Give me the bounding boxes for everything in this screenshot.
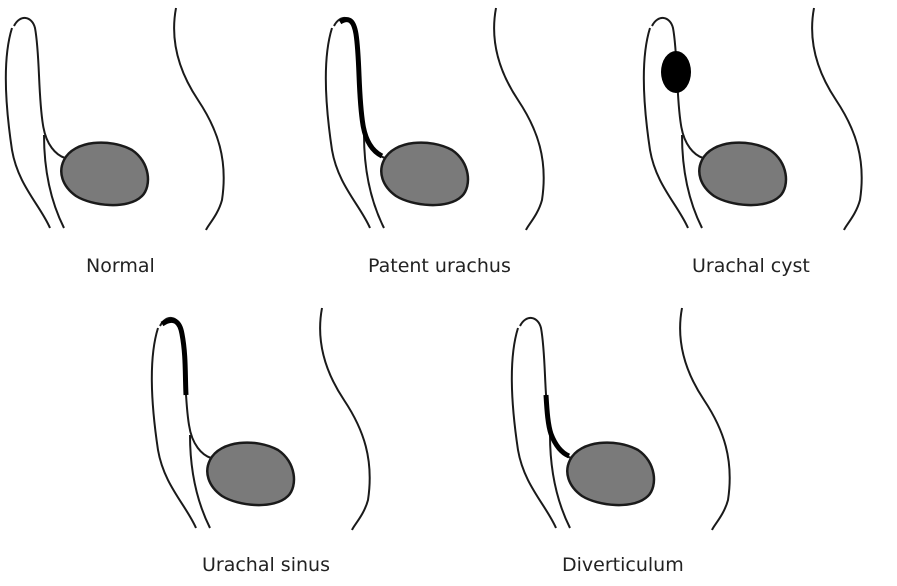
label-normal: Normal (86, 255, 155, 277)
urachal-sinus-channel (160, 317, 189, 396)
panel-normal (4, 6, 225, 232)
label-urachal-sinus: Urachal sinus (202, 554, 330, 576)
patent-urachus-channel (338, 17, 384, 159)
panel-patent-urachus (324, 6, 545, 232)
label-patent-urachus: Patent urachus (368, 255, 511, 277)
panel-urachal-cyst (642, 6, 863, 232)
panel-diverticulum (510, 306, 731, 532)
label-urachal-cyst: Urachal cyst (692, 255, 810, 277)
panel-urachal-sinus (150, 306, 371, 532)
label-diverticulum: Diverticulum (562, 554, 684, 576)
diverticulum-channel (543, 394, 571, 459)
urachal-cyst-shape (661, 51, 691, 93)
